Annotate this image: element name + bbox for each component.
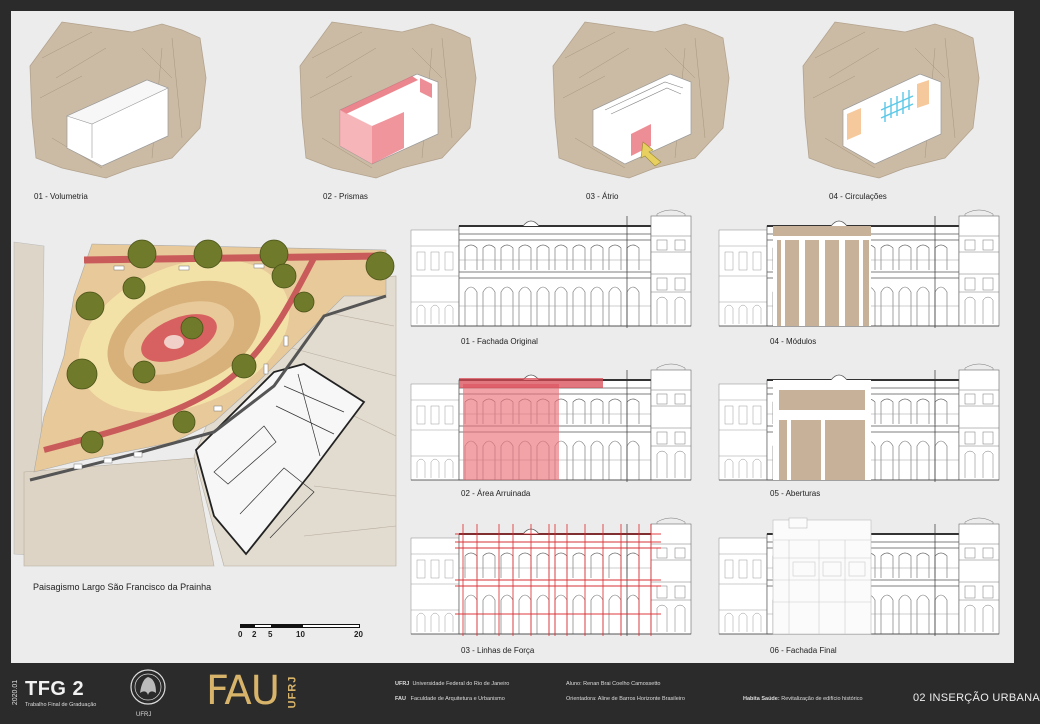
ufrj-seal-icon [130,669,166,705]
scale-label: 20 [354,630,363,639]
project-title: Habita Saúde: [743,696,780,702]
scale-label: 10 [296,630,305,639]
inst1-name: Universidade Federal do Rio de Janeiro [412,681,510,687]
student-name: Aluno: Renan Brai Coelho Camossetto [566,681,661,687]
scale-label: 2 [252,630,257,639]
site-plan-caption: Paisagismo Largo São Francisco da Prainh… [33,582,212,592]
facade-caption: 01 - Fachada Original [461,337,538,346]
course-subtitle: Trabalho Final de Graduação [25,702,97,708]
institution-ufrj: UFRJ Universidade Federal do Rio de Jane… [395,681,509,687]
facade-modules [718,209,1000,329]
advisor-name: Orientadora: Aline de Barros Horizonte B… [566,696,685,702]
facade-ruined-area [410,363,692,483]
diagram-circulacoes [802,21,980,179]
sheet-title: 02 INSERÇÃO URBANA [913,692,1040,704]
project-label: Habita Saúde: Revitalização de edifício … [743,696,863,702]
seal-label: UFRJ [136,712,152,718]
scale-label: 5 [268,630,273,639]
inst1-abbr: UFRJ [395,681,410,687]
inst2-name: Faculdade de Arquitetura e Urbanismo [410,696,505,702]
facade-force-lines [410,517,692,637]
scale-bar: 0 2 5 10 20 [238,624,363,639]
diagram-prismas [299,21,477,179]
fau-logo-main: FAU [206,668,280,714]
course-title: TFG 2 [25,678,85,700]
facade-openings [718,363,1000,483]
inst2-abbr: FAU [395,696,406,702]
diagram-caption: 01 - Volumetria [34,192,88,201]
year-label: 2020.01 [12,679,20,706]
diagram-atrio [552,21,730,179]
fau-logo-sub: UFRJ [286,675,299,709]
diagram-caption: 04 - Circulações [829,192,887,201]
diagram-caption: 03 - Átrio [586,192,619,201]
facade-caption: 04 - Módulos [770,337,817,346]
facade-caption: 02 - Área Arruinada [461,489,531,498]
facade-caption: 05 - Aberturas [770,489,821,498]
site-plan [13,236,397,567]
facade-caption: 03 - Linhas de Força [461,646,535,655]
fau-logo: FAU UFRJ [206,668,306,718]
diagram-volumetria [29,21,207,179]
facade-caption: 06 - Fachada Final [770,646,837,655]
institution-fau: FAU Faculdade de Arquitetura e Urbanismo [395,696,505,702]
diagram-caption: 02 - Prismas [323,192,368,201]
facade-original [410,209,692,329]
facade-final [718,517,1000,637]
title-block: 2020.01 TFG 2 Trabalho Final de Graduaçã… [0,663,1040,724]
scale-label: 0 [238,630,243,639]
project-desc: Revitalização de edifício histórico [781,696,863,702]
